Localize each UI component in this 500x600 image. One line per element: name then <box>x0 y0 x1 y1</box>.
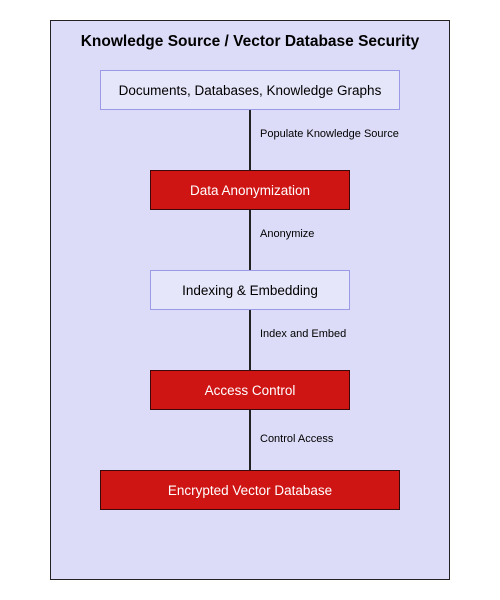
edge-line-1 <box>249 109 251 170</box>
edge-label-control-access: Control Access <box>260 433 334 445</box>
node-encrypted-vector-database[interactable]: Encrypted Vector Database <box>100 470 400 510</box>
edge-line-4 <box>249 409 251 470</box>
node-indexing-embedding[interactable]: Indexing & Embedding <box>150 270 350 310</box>
node-data-anonymization[interactable]: Data Anonymization <box>150 170 350 210</box>
node-access-control[interactable]: Access Control <box>150 370 350 410</box>
edge-label-index-embed: Index and Embed <box>260 328 347 340</box>
edge-label-populate: Populate Knowledge Source <box>260 128 399 140</box>
edge-line-2 <box>249 209 251 270</box>
node-knowledge-sources[interactable]: Documents, Databases, Knowledge Graphs <box>100 70 400 110</box>
edge-line-3 <box>249 309 251 370</box>
diagram-title: Knowledge Source / Vector Database Secur… <box>80 33 420 50</box>
edge-label-anonymize: Anonymize <box>260 228 315 240</box>
